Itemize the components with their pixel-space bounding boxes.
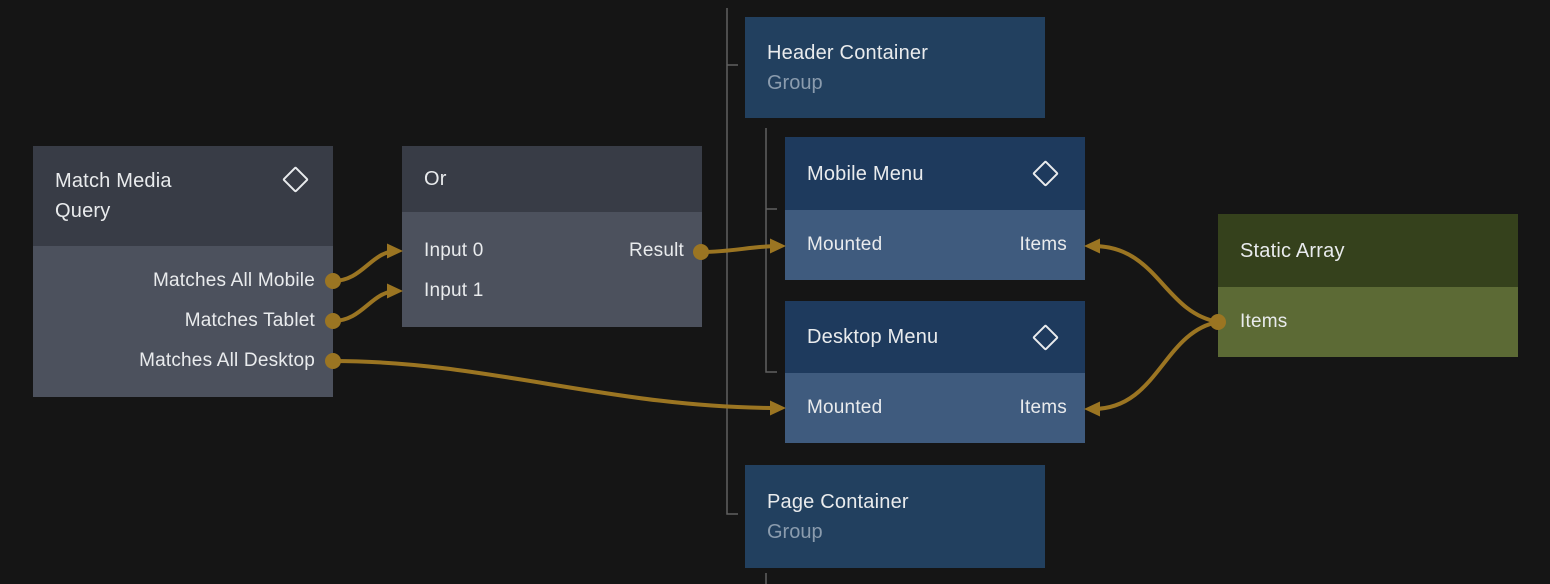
input-port-input-1[interactable]: Input 1 bbox=[424, 280, 484, 301]
input-port-items[interactable]: Items bbox=[1019, 397, 1067, 418]
output-port-items[interactable]: Items bbox=[1240, 311, 1288, 332]
wire-items-to-mobile-items[interactable] bbox=[1092, 244, 1219, 324]
node-or[interactable]: Or Input 0 Result Input 1 bbox=[402, 146, 702, 327]
input-port-input-0[interactable]: Input 0 bbox=[424, 240, 484, 261]
node-header: Mobile Menu bbox=[785, 137, 1085, 210]
node-subtitle: Group bbox=[767, 520, 823, 543]
input-port-mounted[interactable]: Mounted bbox=[807, 397, 883, 418]
wire-tablet-to-input1[interactable] bbox=[332, 289, 398, 323]
output-port-matches-all-mobile[interactable]: Matches All Mobile bbox=[33, 261, 333, 301]
node-title: Or bbox=[424, 168, 447, 190]
port-row: Input 1 bbox=[402, 271, 702, 311]
wire-items-to-desktop-items[interactable] bbox=[1092, 320, 1219, 411]
wire-desktop-to-mounted[interactable] bbox=[332, 359, 780, 410]
node-subtitle: Group bbox=[767, 71, 823, 94]
diamond-icon bbox=[1032, 323, 1059, 351]
wire-result-to-mounted[interactable] bbox=[700, 244, 780, 254]
arrowhead-icon bbox=[1084, 401, 1100, 417]
diamond-icon bbox=[1032, 160, 1059, 187]
node-title: Page Container bbox=[767, 490, 909, 513]
node-header-container[interactable]: Header Container Group bbox=[745, 17, 1045, 118]
input-port-mounted[interactable]: Mounted bbox=[807, 234, 883, 255]
tree-line-root bbox=[726, 8, 738, 515]
port-row: Input 0 Result bbox=[402, 231, 702, 271]
port-label: Matches All Desktop bbox=[139, 350, 315, 371]
output-port-matches-tablet[interactable]: Matches Tablet bbox=[33, 301, 333, 341]
arrowhead-icon bbox=[770, 238, 786, 254]
node-header: Or bbox=[402, 146, 702, 212]
node-page-container[interactable]: Page Container Group bbox=[745, 465, 1045, 568]
port-row: Mounted Items bbox=[785, 210, 1085, 280]
node-body: Items bbox=[1218, 287, 1518, 357]
output-port-matches-all-desktop[interactable]: Matches All Desktop bbox=[33, 341, 333, 381]
node-body: Mounted Items bbox=[785, 210, 1085, 280]
node-desktop-menu[interactable]: Desktop Menu Mounted Items bbox=[785, 301, 1085, 443]
node-header: Match Media Query bbox=[33, 146, 333, 246]
node-title: Desktop Menu bbox=[807, 326, 939, 348]
node-match-media-query[interactable]: Match Media Query Matches All Mobile Mat… bbox=[33, 146, 333, 397]
node-title: Match Media Query bbox=[55, 170, 172, 222]
arrowhead-icon bbox=[387, 283, 403, 299]
node-static-array[interactable]: Static Array Items bbox=[1218, 214, 1518, 357]
arrowhead-icon bbox=[387, 243, 403, 259]
input-port-items[interactable]: Items bbox=[1019, 234, 1067, 255]
port-row: Mounted Items bbox=[785, 373, 1085, 443]
node-title: Static Array bbox=[1240, 239, 1345, 262]
port-label: Matches Tablet bbox=[184, 310, 315, 331]
port-row: Items bbox=[1218, 287, 1518, 357]
node-title: Header Container bbox=[767, 41, 929, 64]
node-header: Static Array bbox=[1218, 214, 1518, 287]
node-body: Input 0 Result Input 1 bbox=[402, 212, 702, 327]
node-header: Desktop Menu bbox=[785, 301, 1085, 373]
diamond-icon bbox=[282, 166, 309, 193]
arrowhead-icon bbox=[770, 400, 786, 416]
wire-mobile-to-input0[interactable] bbox=[332, 249, 398, 283]
node-mobile-menu[interactable]: Mobile Menu Mounted Items bbox=[785, 137, 1085, 280]
node-body: Mounted Items bbox=[785, 373, 1085, 443]
output-port-result[interactable]: Result bbox=[628, 240, 684, 261]
arrowhead-icon bbox=[1084, 238, 1100, 254]
node-title: Mobile Menu bbox=[807, 162, 924, 185]
node-body: Matches All Mobile Matches Tablet Matche… bbox=[33, 246, 333, 397]
port-label: Matches All Mobile bbox=[152, 270, 315, 291]
tree-line-header-children bbox=[765, 128, 777, 373]
